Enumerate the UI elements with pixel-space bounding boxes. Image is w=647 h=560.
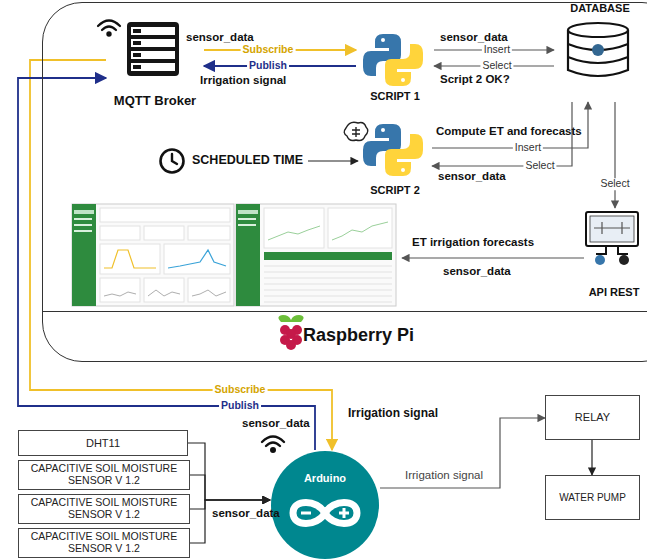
node-text: CAPACITIVE SOIL MOISTURE SENSOR V 1.2 [23,497,185,520]
connector [190,475,270,500]
flow-label: sensor_data [212,507,280,519]
clock-symbol [158,147,186,175]
ai-chip-icon [344,122,368,140]
python-symbol [356,28,430,88]
script-icon: SCRIPT 2 [358,118,432,196]
wifi-icon [262,437,284,452]
db-symbol [554,20,642,80]
region-divider [43,311,647,312]
dashboard-screenshot [72,204,396,306]
connector [308,160,358,161]
edge-label: Publish [247,60,289,72]
connector [614,102,615,208]
node-text: WATER PUMP [559,492,626,503]
arduino-circle [270,450,380,560]
flow-label: sensor_data [440,31,508,43]
flow-label: sensor_data [443,265,511,277]
node-text: API REST [583,286,645,298]
flow-label: Script 2 OK? [440,73,510,85]
node-text: SCRIPT 1 [356,90,434,102]
raspberry-pi-region: Raspberry Pi MQTT Broker SCRIPT 1 DATABASE S… [42,2,647,362]
connector [188,443,270,500]
edge-label: Subscribe [213,384,268,396]
node-text: CAPACITIVE SOIL MOISTURE SENSOR V 1.2 [23,531,185,554]
api-symbol [583,208,641,268]
flow-label: sensor_data [186,31,254,43]
sensor-box: CAPACITIVE SOIL MOISTURE SENSOR V 1.2 [18,460,190,490]
data-flow-line [402,257,584,258]
edge-label: Publish [219,400,261,412]
arduino-board: Arduino [270,450,380,560]
edge-label: Insert [513,142,543,154]
schedule-label: SCHEDULED TIME [158,146,308,176]
flow-label: sensor_data [242,417,310,429]
edge-label: Irrigation signal [405,469,483,482]
node-text: Raspberry Pi [303,325,414,346]
database-icon: DATABASE [554,2,646,102]
flow-label: sensor_data [438,170,506,182]
node-text: DHT11 [86,437,120,449]
raspberry-logo [278,315,303,350]
edge-label: Insert [482,44,512,56]
sensor-box: CAPACITIVE SOIL MOISTURE SENSOR V 1.2 [18,494,190,524]
node-text: RELAY [575,411,610,423]
actuator-box: RELAY [545,395,640,440]
script-icon: SCRIPT 1 [356,28,434,102]
sensor-box: CAPACITIVE SOIL MOISTURE SENSOR V 1.2 [18,528,190,558]
flow-label: Irrigation signal [348,406,438,420]
node-text: SCRIPT 2 [358,184,432,196]
actuator-box: WATER PUMP [545,475,640,520]
sensor-box: DHT11 [18,430,188,456]
connector [432,102,588,148]
node-text: Arduino [270,472,380,484]
node-text: MQTT Broker [106,93,204,108]
edge-label: Subscribe [241,44,296,56]
node-text: SCHEDULED TIME [192,153,303,167]
flow-label: Irrigation signal [200,74,286,86]
connector [190,500,270,543]
edge-label: Select [480,60,513,72]
server-symbol [106,18,200,78]
api-icon: API REST [583,208,645,298]
node-text: DATABASE [554,2,646,14]
python-symbol [358,118,428,178]
flow-label: ET irrigation forecasts [412,236,534,248]
flow-label: Compute ET and forecasts [436,125,582,137]
edge-label: Select [523,160,556,172]
wifi-icon [98,21,120,36]
connector [591,440,592,475]
node-text: CAPACITIVE SOIL MOISTURE SENSOR V 1.2 [23,463,185,486]
connector [380,418,545,488]
edge-label: Select [598,178,631,190]
